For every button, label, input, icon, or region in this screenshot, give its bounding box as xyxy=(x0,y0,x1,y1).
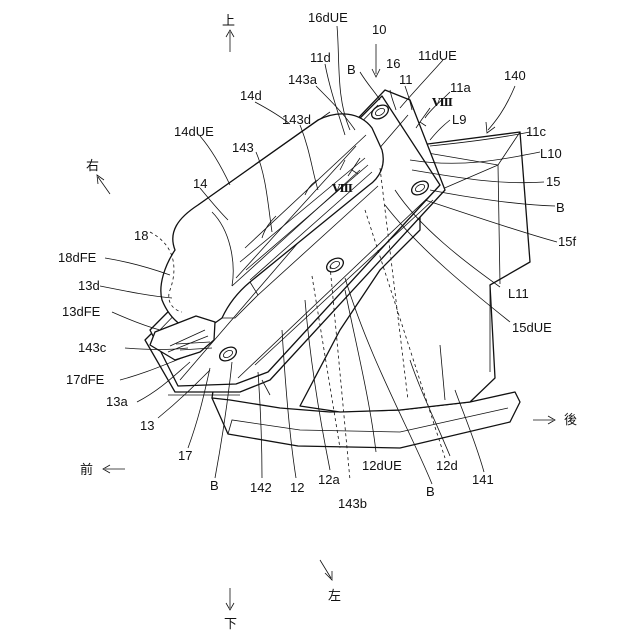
direction-right: 右 xyxy=(86,159,99,174)
arrow-10-icon xyxy=(372,44,380,77)
label-15: 15 xyxy=(546,174,560,189)
label-142: 142 xyxy=(250,480,272,495)
label-10: 10 xyxy=(372,22,386,37)
direction-front: 前 xyxy=(80,462,93,478)
label-18: 18 xyxy=(134,228,148,243)
arrow-140-icon xyxy=(486,86,515,133)
rear-arrow-icon xyxy=(533,416,555,424)
direction-down: 下 xyxy=(224,617,237,632)
label-17dFE: 17dFE xyxy=(66,372,105,387)
section-mark-viii-a: Ⅷ xyxy=(431,96,453,109)
label-17: 17 xyxy=(178,448,192,463)
label-13d: 13d xyxy=(78,278,100,293)
label-18dFE: 18dFE xyxy=(58,250,97,265)
label-12: 12 xyxy=(290,480,304,495)
label-12dUE: 12dUE xyxy=(362,458,402,473)
label-11: 11 xyxy=(399,72,413,87)
label-140: 140 xyxy=(504,68,526,83)
label-16: 16 xyxy=(386,56,400,71)
label-B-bottom: B xyxy=(426,484,435,499)
label-143d: 143d xyxy=(282,112,311,127)
down-arrow-icon xyxy=(226,588,234,610)
direction-left: 左 xyxy=(328,589,341,604)
label-15f: 15f xyxy=(558,234,576,249)
label-11c: 11c xyxy=(526,124,546,139)
label-11a: 11a xyxy=(450,80,471,95)
front-arrow-icon xyxy=(103,465,125,473)
label-B-top: B xyxy=(347,62,356,77)
label-16dUE: 16dUE xyxy=(308,10,348,25)
direction-rear: 後 xyxy=(564,413,577,428)
label-11dUE: 11dUE xyxy=(418,48,457,63)
direction-up: 上 xyxy=(222,14,235,29)
device-drawing xyxy=(145,90,530,480)
section-mark-viii-b: Ⅷ xyxy=(331,182,353,195)
label-L9: L9 xyxy=(452,112,466,127)
label-12d: 12d xyxy=(436,458,458,473)
label-15dUE: 15dUE xyxy=(512,320,552,335)
label-143b: 143b xyxy=(338,496,367,511)
left-arrow-icon xyxy=(320,560,332,580)
label-L11: L11 xyxy=(508,286,529,301)
label-11d: 11d xyxy=(310,50,331,65)
label-12a: 12a xyxy=(318,472,340,487)
label-143c: 143c xyxy=(78,340,107,355)
label-143a: 143a xyxy=(288,72,318,87)
label-L10: L10 xyxy=(540,146,562,161)
label-143: 143 xyxy=(232,140,254,155)
label-14: 14 xyxy=(193,176,207,191)
right-arrow-icon xyxy=(97,175,110,194)
direction-labels: 上 下 前 後 右 左 xyxy=(80,14,577,632)
label-13dFE: 13dFE xyxy=(62,304,101,319)
label-14d: 14d xyxy=(240,88,262,103)
label-141: 141 xyxy=(472,472,494,487)
label-13: 13 xyxy=(140,418,154,433)
label-B-right: B xyxy=(556,200,565,215)
up-arrow-icon xyxy=(226,30,234,52)
label-B-left: B xyxy=(210,478,219,493)
label-13a: 13a xyxy=(106,394,128,409)
label-14dUE: 14dUE xyxy=(174,124,214,139)
